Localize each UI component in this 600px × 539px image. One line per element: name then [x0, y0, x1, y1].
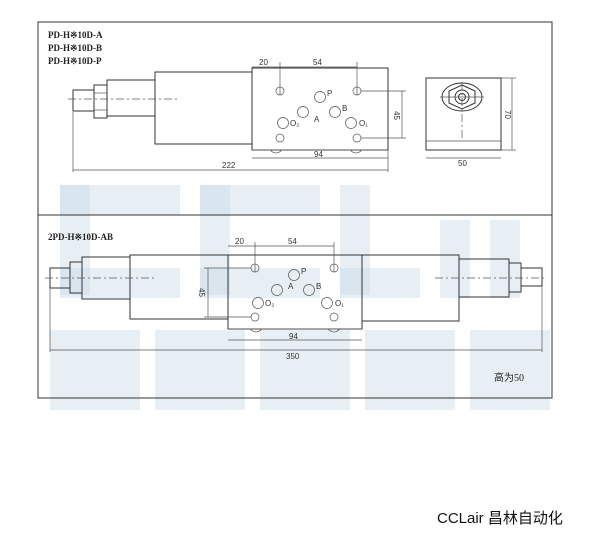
svg-text:B: B — [316, 282, 321, 291]
top-valve-side-view: 70 50 — [425, 77, 516, 168]
svg-text:A: A — [314, 115, 320, 124]
svg-text:94: 94 — [289, 332, 298, 341]
svg-text:O₂: O₂ — [290, 119, 299, 128]
bottom-model-label: 2PD-H※10D-AB — [48, 232, 113, 242]
svg-text:50: 50 — [458, 159, 467, 168]
svg-text:A: A — [288, 282, 294, 291]
svg-text:P: P — [301, 267, 306, 276]
svg-text:45: 45 — [197, 288, 206, 297]
svg-text:20: 20 — [235, 237, 244, 246]
svg-text:20: 20 — [259, 58, 268, 67]
top-valve-front-view: 20 54 45 94 222 P A B O₂ O₁ — [68, 58, 406, 172]
svg-text:222: 222 — [222, 161, 236, 170]
svg-text:O₁: O₁ — [359, 119, 368, 128]
svg-text:54: 54 — [313, 58, 322, 67]
brand-caption: CCLair 昌林自动化 — [437, 510, 563, 527]
svg-text:PD-H※10D-P: PD-H※10D-P — [48, 56, 102, 66]
svg-text:70: 70 — [503, 110, 512, 119]
svg-text:350: 350 — [286, 352, 300, 361]
svg-text:B: B — [342, 104, 347, 113]
svg-text:P: P — [327, 89, 332, 98]
bottom-valve-view: 20 54 45 94 350 P A B O₂ O₁ — [45, 237, 545, 361]
svg-text:45: 45 — [392, 111, 401, 120]
drawing-frame — [37, 21, 553, 399]
top-model-labels: PD-H※10D-A PD-H※10D-B PD-H※10D-P — [48, 30, 103, 66]
svg-text:54: 54 — [288, 237, 297, 246]
svg-text:O₂: O₂ — [265, 299, 274, 308]
svg-text:O₁: O₁ — [335, 299, 344, 308]
watermark — [50, 185, 550, 410]
svg-text:94: 94 — [314, 150, 323, 159]
svg-text:PD-H※10D-A: PD-H※10D-A — [48, 30, 103, 40]
svg-text:PD-H※10D-B: PD-H※10D-B — [48, 43, 102, 53]
height-note: 高为50 — [494, 371, 524, 384]
